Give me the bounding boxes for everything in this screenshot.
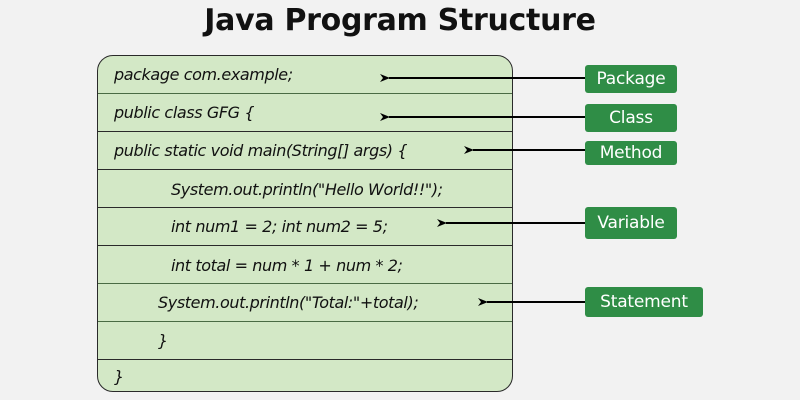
row-divider <box>98 245 512 246</box>
row-divider <box>98 169 512 170</box>
row-divider <box>98 93 512 94</box>
row-divider <box>98 321 512 322</box>
row-divider <box>98 131 512 132</box>
code-line-close-class: } <box>114 366 124 386</box>
code-line-class: public class GFG { <box>114 103 255 122</box>
code-line-total: int total = num * 1 + num * 2; <box>171 255 403 275</box>
row-divider <box>98 283 512 284</box>
label-method: Method <box>585 141 677 165</box>
label-variable: Variable <box>585 207 677 239</box>
label-class: Class <box>585 104 677 132</box>
diagram-title: Java Program Structure <box>204 3 596 38</box>
label-statement: Statement <box>585 287 703 317</box>
row-divider <box>98 207 512 208</box>
code-line-close-method: } <box>158 331 168 350</box>
code-line-variables: int num1 = 2; int num2 = 5; <box>171 217 388 236</box>
label-package: Package <box>585 65 677 93</box>
code-line-method: public static void main(String[] args) { <box>114 141 408 160</box>
code-line-print-total: System.out.println("Total:"+total); <box>158 293 419 312</box>
code-line-print-hello: System.out.println("Hello World!!"); <box>171 179 443 199</box>
code-line-package: package com.example; <box>114 65 293 84</box>
row-divider <box>98 359 512 360</box>
